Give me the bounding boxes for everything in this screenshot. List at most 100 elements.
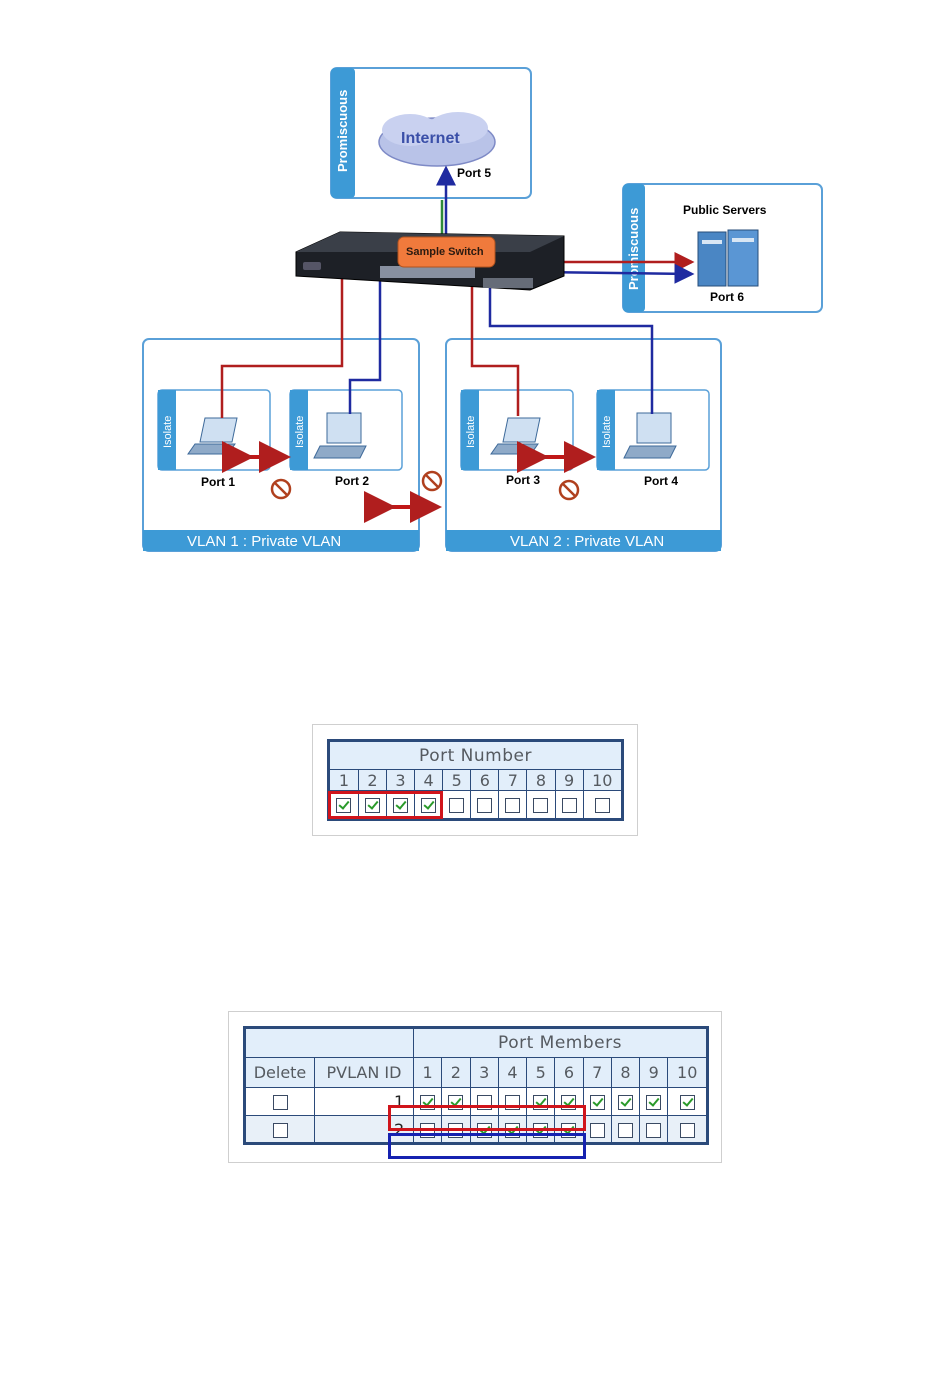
port-number-header: 1 bbox=[328, 769, 359, 791]
switch-badge bbox=[397, 236, 496, 268]
port2-label: Port 2 bbox=[335, 474, 369, 488]
port-number-header: 3 bbox=[385, 769, 416, 791]
port-member-header: 8 bbox=[610, 1057, 641, 1088]
member-cell bbox=[667, 1087, 708, 1116]
port-members-title: Port Members bbox=[413, 1027, 708, 1058]
delete-cell bbox=[244, 1115, 315, 1144]
switch-label: Sample Switch bbox=[406, 246, 484, 258]
port-member-header: 1 bbox=[412, 1057, 443, 1088]
delete-cell bbox=[244, 1087, 315, 1116]
member-cell bbox=[469, 1087, 499, 1116]
member-cell bbox=[610, 1087, 641, 1116]
port-number-header: 5 bbox=[442, 769, 472, 791]
port-checkbox[interactable] bbox=[421, 798, 437, 813]
isolation-arrows bbox=[222, 441, 596, 523]
member-checkbox[interactable] bbox=[589, 1122, 605, 1138]
desktop-icon bbox=[313, 412, 367, 459]
port-cell bbox=[526, 790, 556, 820]
port-cell bbox=[498, 790, 528, 820]
pvlan-id-header: PVLAN ID bbox=[314, 1057, 414, 1088]
private-vlan-diagram: Promiscuous Internet Port 5 Promiscuous … bbox=[142, 67, 823, 552]
member-checkbox[interactable] bbox=[589, 1095, 605, 1110]
port-checkbox[interactable] bbox=[364, 798, 380, 813]
member-cell bbox=[582, 1087, 612, 1116]
port-cell bbox=[470, 790, 500, 820]
port-number-header: 6 bbox=[470, 769, 500, 791]
port-member-header: 10 bbox=[667, 1057, 708, 1088]
port1-label: Port 1 bbox=[201, 475, 235, 489]
port5-label: Port 5 bbox=[457, 166, 491, 180]
port-number-header: 10 bbox=[582, 769, 624, 791]
port-cell bbox=[385, 790, 416, 820]
port-checkbox[interactable] bbox=[477, 798, 493, 813]
svg-text:Isolate: Isolate bbox=[465, 416, 477, 448]
port-number-title: Port Number bbox=[328, 740, 623, 770]
port-number-header: 4 bbox=[414, 769, 444, 791]
port-member-header: 3 bbox=[469, 1057, 499, 1088]
delete-checkbox[interactable] bbox=[272, 1122, 288, 1138]
svg-text:Isolate: Isolate bbox=[601, 416, 613, 448]
port-member-header: 2 bbox=[441, 1057, 471, 1088]
pvlan-row: 1 bbox=[244, 1087, 708, 1116]
port-checkbox[interactable] bbox=[336, 798, 352, 813]
svg-text:Isolate: Isolate bbox=[294, 416, 306, 448]
port3-label: Port 3 bbox=[506, 473, 540, 487]
svg-text:Promiscuous: Promiscuous bbox=[626, 208, 641, 290]
port-member-header: 6 bbox=[554, 1057, 584, 1088]
port-cell bbox=[357, 790, 387, 820]
port-checkbox[interactable] bbox=[533, 798, 549, 813]
delete-checkbox[interactable] bbox=[272, 1095, 288, 1110]
member-checkbox[interactable] bbox=[617, 1122, 633, 1138]
member-checkbox[interactable] bbox=[646, 1095, 662, 1110]
member-cell bbox=[610, 1115, 641, 1144]
port-checkbox[interactable] bbox=[449, 798, 465, 813]
port-member-header: 5 bbox=[526, 1057, 556, 1088]
port-cell bbox=[582, 790, 624, 820]
promiscuous-label: Promiscuous bbox=[335, 90, 350, 172]
member-cell bbox=[667, 1115, 708, 1144]
delete-header: Delete bbox=[244, 1057, 315, 1088]
internet-panel: Promiscuous Internet Port 5 bbox=[330, 67, 532, 199]
blocked-icon bbox=[270, 470, 580, 501]
desktop-icon bbox=[623, 412, 677, 459]
member-checkbox[interactable] bbox=[679, 1095, 695, 1110]
port-cell bbox=[554, 790, 584, 820]
internet-label: Internet bbox=[401, 130, 460, 147]
pvlan-row: 2 bbox=[244, 1115, 708, 1144]
port-cell bbox=[442, 790, 472, 820]
pvlan-id-value: 1 bbox=[394, 1092, 405, 1111]
member-checkbox[interactable] bbox=[617, 1095, 633, 1110]
vlan2-label: VLAN 2 : Private VLAN bbox=[510, 533, 664, 550]
public-servers-label: Public Servers bbox=[683, 203, 767, 217]
vlan1-panel: VLAN 1 : Private VLAN Isolate Port 1 Iso… bbox=[142, 338, 420, 552]
member-checkbox[interactable] bbox=[646, 1122, 662, 1138]
public-servers-panel: Promiscuous Public Servers Port 6 bbox=[622, 183, 823, 313]
port-number-header: 7 bbox=[498, 769, 528, 791]
port-checkbox[interactable] bbox=[393, 798, 408, 813]
member-cell bbox=[582, 1115, 612, 1144]
cloud-icon bbox=[378, 112, 496, 167]
port4-label: Port 4 bbox=[644, 474, 678, 488]
vlan1-label: VLAN 1 : Private VLAN bbox=[187, 533, 341, 550]
port-member-header: 7 bbox=[582, 1057, 612, 1088]
port-number-header: 2 bbox=[357, 769, 387, 791]
port-checkbox[interactable] bbox=[505, 798, 521, 813]
port-number-header: 9 bbox=[554, 769, 584, 791]
member-cell bbox=[639, 1115, 669, 1144]
port-checkbox[interactable] bbox=[594, 798, 610, 813]
member-cell bbox=[639, 1087, 669, 1116]
port-checkbox[interactable] bbox=[561, 798, 577, 813]
pvlan1-highlight-red bbox=[388, 1105, 586, 1131]
member-checkbox[interactable] bbox=[679, 1122, 695, 1138]
port-member-header: 9 bbox=[639, 1057, 669, 1088]
pvlan2-highlight-blue bbox=[388, 1133, 586, 1159]
selection-highlight-red bbox=[328, 791, 443, 819]
port-member-header: 4 bbox=[497, 1057, 528, 1088]
port6-label: Port 6 bbox=[710, 290, 744, 304]
vlan2-panel: VLAN 2 : Private VLAN Isolate Port 3 Iso… bbox=[445, 338, 722, 552]
svg-text:Isolate: Isolate bbox=[162, 416, 174, 448]
